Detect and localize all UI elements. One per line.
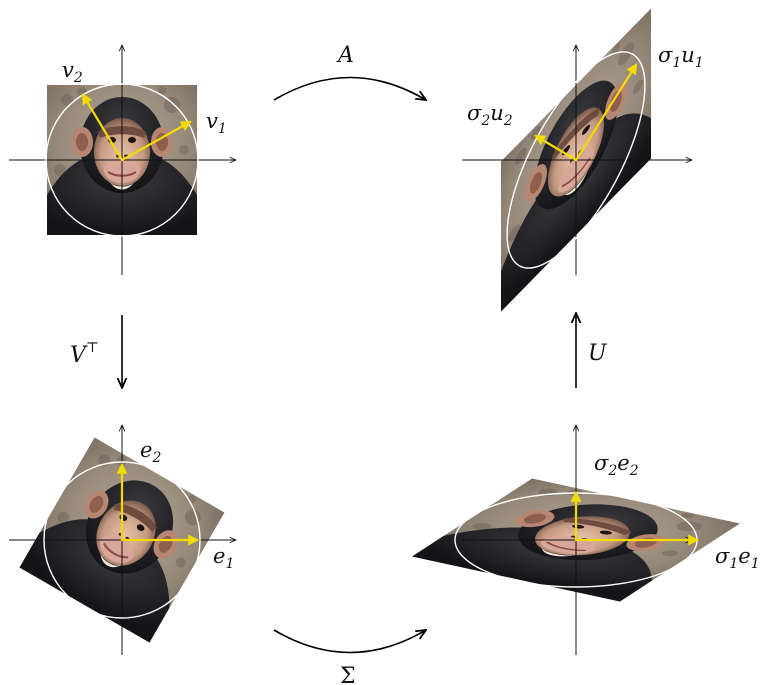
label-e2: e2 bbox=[140, 438, 161, 466]
map-arrow-Sigma bbox=[274, 630, 426, 653]
panel-bottom-right: σ1e1 σ2e2 bbox=[412, 425, 760, 655]
label-v2: v2 bbox=[62, 58, 83, 86]
label-e1: e1 bbox=[213, 544, 234, 572]
label-map-A: A bbox=[336, 43, 354, 68]
label-v1: v1 bbox=[206, 109, 227, 137]
label-map-Sigma: Σ bbox=[340, 664, 356, 685]
label-sigma2-e2: σ2e2 bbox=[594, 451, 639, 479]
label-sigma1-e1: σ1e1 bbox=[715, 544, 760, 572]
label-map-VT: V⊤ bbox=[70, 340, 99, 368]
label-sigma2-u2: σ2u2 bbox=[467, 101, 513, 129]
label-sigma1-u1: σ1u1 bbox=[658, 43, 704, 71]
panel-top-left: v1 v2 bbox=[9, 45, 236, 275]
panel-bottom-left: e1 e2 bbox=[9, 425, 236, 655]
map-arrow-A bbox=[274, 78, 426, 101]
panel-top-right: σ1u1 σ2u2 bbox=[462, 9, 704, 312]
label-map-U: U bbox=[588, 341, 608, 366]
